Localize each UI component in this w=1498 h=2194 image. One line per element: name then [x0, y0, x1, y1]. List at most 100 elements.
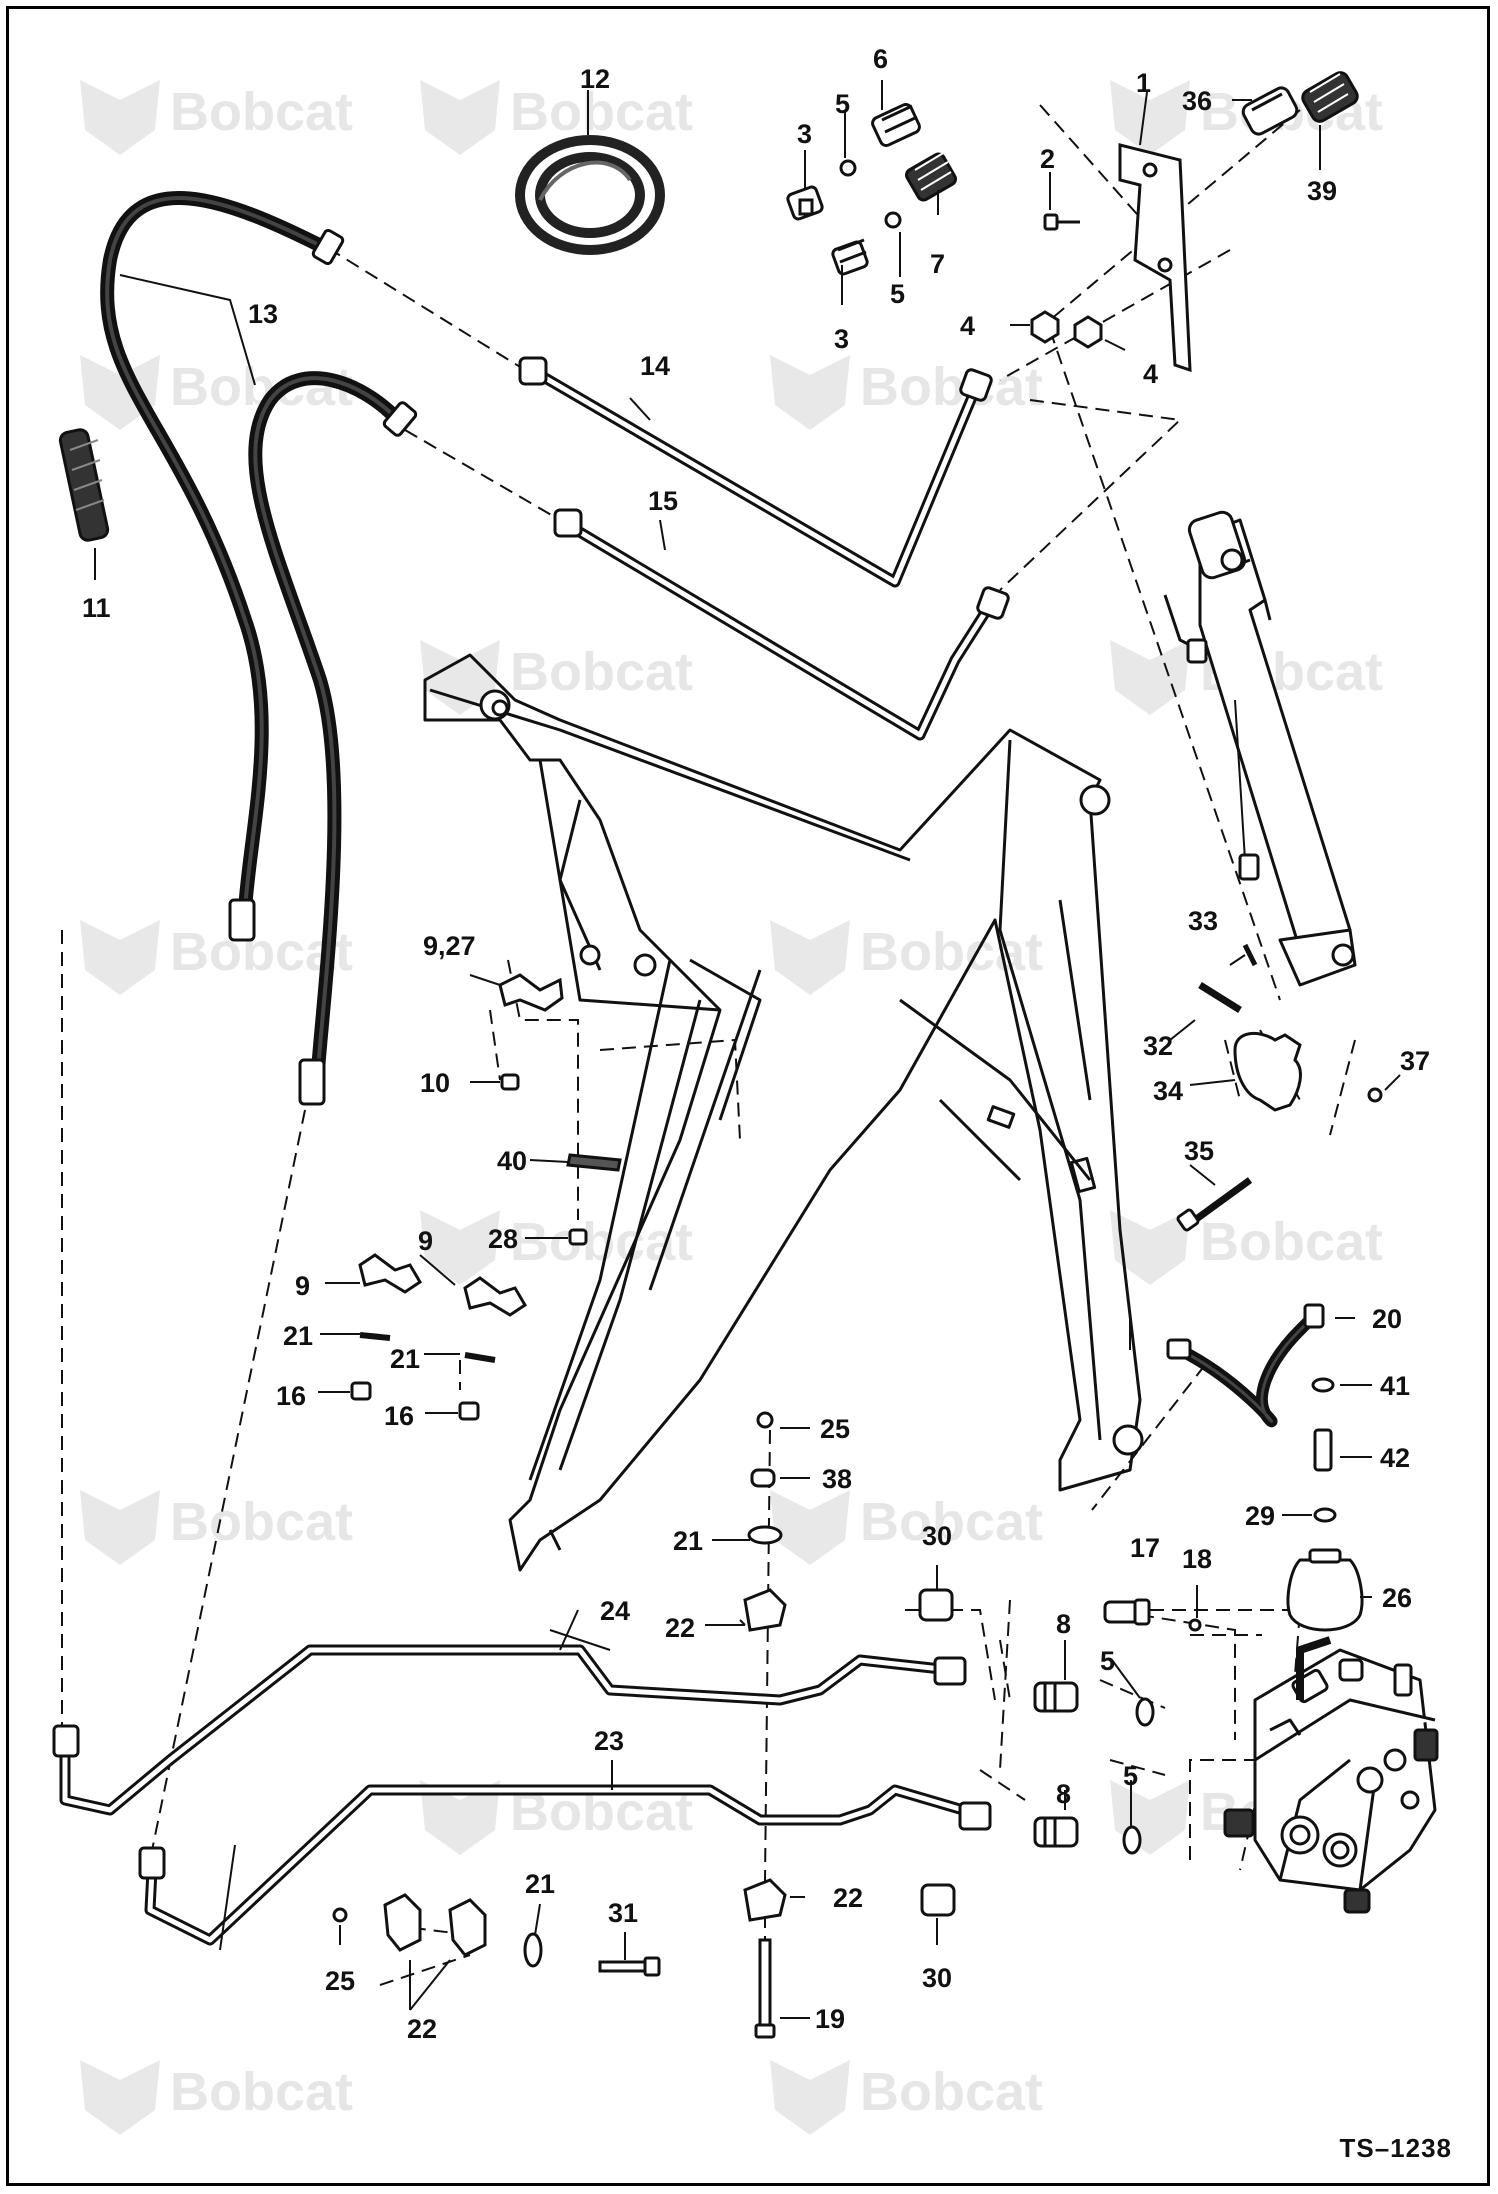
svg-text:Bobcat: Bobcat — [510, 642, 693, 702]
watermark: Bobcat — [770, 355, 1043, 430]
callout-21-bottom: 21 — [525, 1869, 555, 1899]
svg-text:Bobcat: Bobcat — [860, 1492, 1043, 1552]
callout-35: 35 — [1184, 1136, 1214, 1166]
washer-21-left — [359, 1332, 391, 1341]
clamp-parts — [350, 973, 622, 1421]
washer-21-right — [464, 1352, 496, 1363]
nut-25-bottom — [332, 1907, 348, 1923]
callout-6: 6 — [873, 44, 888, 74]
callout-30-upper: 30 — [922, 1521, 952, 1551]
fitting-7 — [905, 151, 957, 202]
accumulator-parts — [1286, 1377, 1364, 1632]
spacer-38 — [750, 1468, 776, 1488]
clamp-9-27 — [498, 973, 564, 1012]
callout-25-top: 25 — [820, 1414, 850, 1444]
nut-10 — [500, 1073, 520, 1091]
callout-26: 26 — [1382, 1583, 1412, 1613]
accumulator-hose-20 — [1166, 1303, 1325, 1428]
watermark: Bobcat — [1110, 1210, 1383, 1285]
coiled-hose-12 — [515, 135, 665, 255]
callout-2: 2 — [1040, 144, 1055, 174]
bolt-19 — [758, 1938, 772, 2032]
valve-fittings — [918, 1588, 1202, 1917]
tube-nuts — [518, 356, 1010, 620]
pin-32 — [1198, 982, 1242, 1013]
watermark: Bobcat — [80, 80, 353, 155]
callout-19: 19 — [815, 2004, 845, 2034]
callout-22-bottom: 22 — [407, 2014, 437, 2044]
callouts: 1 2 3 3 4 4 5 5 5 5 6 7 8 8 9,27 9 9 10 … — [82, 44, 1430, 2044]
callout-14: 14 — [640, 351, 670, 381]
fitting-39 — [1301, 71, 1359, 123]
callout-40: 40 — [497, 1146, 527, 1176]
watermark: Bobcat — [420, 80, 693, 155]
callout-10: 10 — [420, 1068, 450, 1098]
nut-16-right — [458, 1401, 480, 1421]
bracket-1 — [1118, 143, 1192, 373]
oring-5-upper — [839, 159, 857, 177]
nut-16-left — [350, 1381, 372, 1401]
steel-tube-23-inner — [147, 1787, 983, 1943]
callout-5-upper: 5 — [835, 89, 850, 119]
fitting-3-upper — [786, 185, 824, 221]
fitting-36 — [1241, 86, 1299, 136]
leader-lines — [94, 80, 1401, 2019]
bolt-2 — [1043, 213, 1080, 231]
oring-5-valve-upper — [1135, 1697, 1155, 1727]
callout-12: 12 — [580, 64, 610, 94]
callout-23: 23 — [594, 1726, 624, 1756]
callout-7: 7 — [930, 249, 945, 279]
callout-4-left: 4 — [960, 311, 975, 341]
clamp-9-left — [358, 1253, 423, 1294]
clamp-22-a — [383, 1893, 422, 1952]
clamp-22-lower — [743, 1878, 787, 1922]
steel-tube-15 — [562, 519, 996, 741]
svg-text:Bobcat: Bobcat — [170, 1492, 353, 1552]
callout-9-27: 9,27 — [423, 931, 476, 961]
adapter-42 — [1313, 1428, 1333, 1472]
hose-13-left — [100, 191, 332, 917]
oring-5-valve-lower — [1122, 1825, 1142, 1855]
cap-30-lower — [920, 1883, 956, 1917]
callout-31: 31 — [608, 1898, 638, 1928]
nut-25-top — [756, 1411, 774, 1429]
pin-33 — [1242, 943, 1258, 967]
callout-3-lower: 3 — [834, 324, 849, 354]
svg-text:Bobcat: Bobcat — [860, 357, 1043, 417]
callout-4-right: 4 — [1143, 359, 1158, 389]
pin-retainer-34 — [1233, 1031, 1302, 1112]
svg-text:Bobcat: Bobcat — [510, 1212, 693, 1272]
callout-3-upper: 3 — [797, 119, 812, 149]
watermark: Bobcat — [80, 2060, 353, 2135]
nut-37 — [1367, 1087, 1383, 1103]
callout-21-left: 21 — [283, 1321, 313, 1351]
washer-21-bottom — [523, 1932, 543, 1968]
callout-15: 15 — [648, 486, 678, 516]
svg-text:Bobcat: Bobcat — [860, 922, 1043, 982]
accumulator-26 — [1286, 1558, 1364, 1632]
nut-28 — [568, 1228, 588, 1246]
callout-11: 11 — [82, 593, 111, 623]
hose-13-pair — [100, 191, 418, 1106]
center-clamp-stack — [743, 1411, 787, 2039]
callout-5-lower: 5 — [890, 279, 905, 309]
callout-22-lower: 22 — [833, 1883, 863, 1913]
callout-9-left: 9 — [295, 1271, 310, 1301]
callout-8-upper: 8 — [1056, 1609, 1071, 1639]
tube-end-nuts — [52, 1656, 992, 1880]
washer-21-center — [747, 1525, 783, 1545]
callout-22-upper: 22 — [665, 1613, 695, 1643]
callout-21-center: 21 — [673, 1526, 703, 1556]
nut-4-left — [1030, 310, 1060, 344]
callout-5-valve-upper: 5 — [1100, 1646, 1115, 1676]
watermark: Bobcat — [420, 640, 693, 715]
fitting-parts-3-7 — [786, 71, 1359, 373]
cylinder-pin-parts — [1176, 943, 1383, 1232]
callout-16-left: 16 — [276, 1381, 306, 1411]
nut-4-right — [1073, 315, 1103, 349]
lift-cylinder — [1163, 510, 1357, 987]
svg-text:Bobcat: Bobcat — [170, 2062, 353, 2122]
callout-41: 41 — [1380, 1371, 1410, 1401]
spacer-40 — [566, 1153, 622, 1172]
